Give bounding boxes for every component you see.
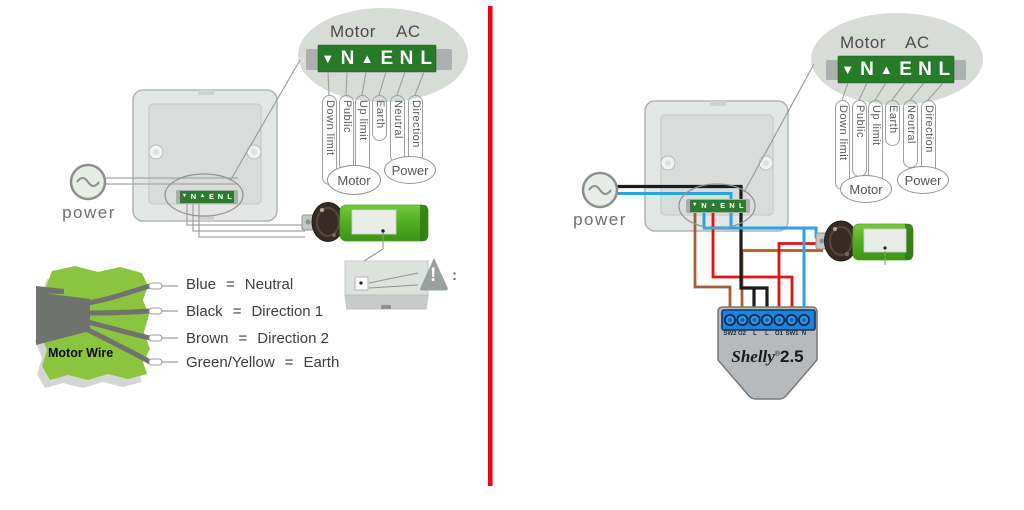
legend-row-black: Black = Direction 1: [186, 303, 323, 320]
left-module-terminal: [164, 173, 244, 217]
warning-triangle-icon: [420, 258, 448, 291]
left-motor-oval: Motor: [327, 165, 381, 195]
legend-row-green-yellow: Green/Yellow = Earth: [186, 354, 339, 371]
terminal-glyph: N: [399, 48, 414, 69]
shelly-terminal-o2: O2: [737, 331, 746, 337]
legend-equals: =: [226, 276, 235, 293]
motor-wire-label: Motor Wire: [48, 346, 114, 360]
legend-meaning: Neutral: [244, 276, 294, 293]
right-bubble-ac-label: AC: [905, 33, 930, 52]
up-arrow-icon: ▲: [360, 51, 374, 66]
left-wiring-lines: [105, 59, 305, 238]
warning-exclamation: !: [430, 265, 437, 286]
up-arrow-icon: ▲: [199, 193, 206, 200]
terminal-glyph: N: [217, 192, 224, 202]
shelly-terminal-o1: O1: [774, 331, 783, 337]
down-arrow-icon: ▼: [321, 51, 335, 66]
legend-row-brown: Brown = Direction 2: [186, 330, 329, 347]
terminal-glyph: E: [380, 48, 394, 69]
right-power-oval: Power: [897, 166, 949, 194]
terminal-glyph: E: [208, 192, 214, 202]
terminal-glyph: L: [420, 48, 432, 69]
left-power-oval: Power: [384, 156, 436, 184]
legend-color-name: Green/Yellow: [186, 354, 275, 371]
terminal-glyph: N: [860, 59, 874, 80]
right-bubble-motor-label: Motor: [840, 33, 886, 52]
shelly-terminal-n: N: [801, 331, 807, 337]
terminal-glyph: N: [190, 192, 197, 202]
terminal-glyph: L: [739, 201, 744, 211]
left-bubble-ac-label: AC: [396, 22, 421, 41]
legend-equals: =: [238, 330, 248, 347]
right-label-neutral: Neutral: [903, 100, 918, 168]
shelly-terminal-l1: L: [753, 331, 757, 337]
down-arrow-icon: ▼: [841, 62, 855, 77]
left-label-earth: Earth: [372, 95, 387, 141]
terminal-glyph: E: [720, 201, 726, 211]
terminal-glyph: N: [918, 59, 932, 80]
down-arrow-icon: ▼: [691, 202, 698, 209]
right-callout-bubble: [811, 13, 983, 105]
shelly-terminal-sw2: SW2: [723, 331, 737, 337]
legend-meaning: Direction 2: [257, 330, 329, 347]
shelly-logo: Shelly ® 2.5: [718, 347, 817, 367]
terminal-glyph: N: [340, 48, 355, 69]
legend-equals: =: [284, 354, 294, 371]
left-legend-splash: [35, 266, 178, 388]
red-divider: [488, 6, 493, 486]
wire-blue: [616, 192, 823, 315]
right-label-up-limit: Up limit: [868, 100, 883, 183]
shelly-model: 2.5: [779, 347, 804, 366]
right-tubular-motor: [815, 220, 914, 265]
left-tubular-motor: [301, 202, 429, 277]
left-callout-bubble: [298, 8, 468, 102]
terminal-glyph: L: [227, 192, 232, 202]
up-arrow-icon: ▲: [879, 62, 893, 77]
left-terminal-block: ▼ N ▲ E N L: [318, 45, 436, 72]
terminal-glyph: N: [701, 201, 707, 211]
right-power-source: [581, 171, 619, 209]
right-label-public: Public: [852, 100, 867, 177]
left-power-label: power: [62, 203, 116, 222]
right-module-terminal-block: ▼ N ▲ E N L: [690, 200, 746, 212]
right-label-down-limit: Down limit: [835, 100, 850, 190]
terminal-glyph: E: [899, 59, 912, 80]
wire-red: [711, 213, 823, 315]
right-module-terminal: [678, 183, 756, 229]
legend-row-blue: Blue = Neutral: [186, 276, 293, 293]
legend-color-name: Blue: [186, 276, 217, 293]
shelly-terminal-sw1: SW1: [785, 331, 799, 337]
left-power-source: [69, 163, 107, 201]
legend-equals: =: [232, 303, 242, 320]
left-module-terminal-block: ▼ N ▲ E N L: [180, 191, 234, 203]
terminal-glyph: N: [729, 201, 735, 211]
up-arrow-icon: ▲: [710, 202, 717, 209]
warning-suffix: :: [452, 267, 457, 284]
left-label-public: Public: [339, 95, 354, 172]
legend-color-name: Black: [186, 303, 223, 320]
registered-mark-icon: ®: [774, 351, 780, 358]
right-power-label: power: [573, 210, 627, 229]
left-label-neutral: Neutral: [390, 95, 405, 163]
right-motor-oval: Motor: [840, 175, 892, 203]
shelly-brand: Shelly: [731, 347, 775, 366]
right-label-direction: Direction: [921, 100, 936, 175]
terminal-glyph: L: [938, 59, 951, 80]
legend-color-name: Brown: [186, 330, 229, 347]
shelly-device: [717, 306, 818, 400]
right-label-earth: Earth: [885, 100, 900, 146]
legend-meaning: Earth: [303, 354, 340, 371]
down-arrow-icon: ▼: [181, 193, 188, 200]
left-bubble-motor-label: Motor: [330, 22, 376, 41]
right-terminal-block: ▼ N ▲ E N L: [838, 56, 954, 83]
left-switch-box: [344, 260, 429, 310]
shelly-terminal-l2: L: [765, 331, 769, 337]
legend-meaning: Direction 1: [251, 303, 324, 320]
